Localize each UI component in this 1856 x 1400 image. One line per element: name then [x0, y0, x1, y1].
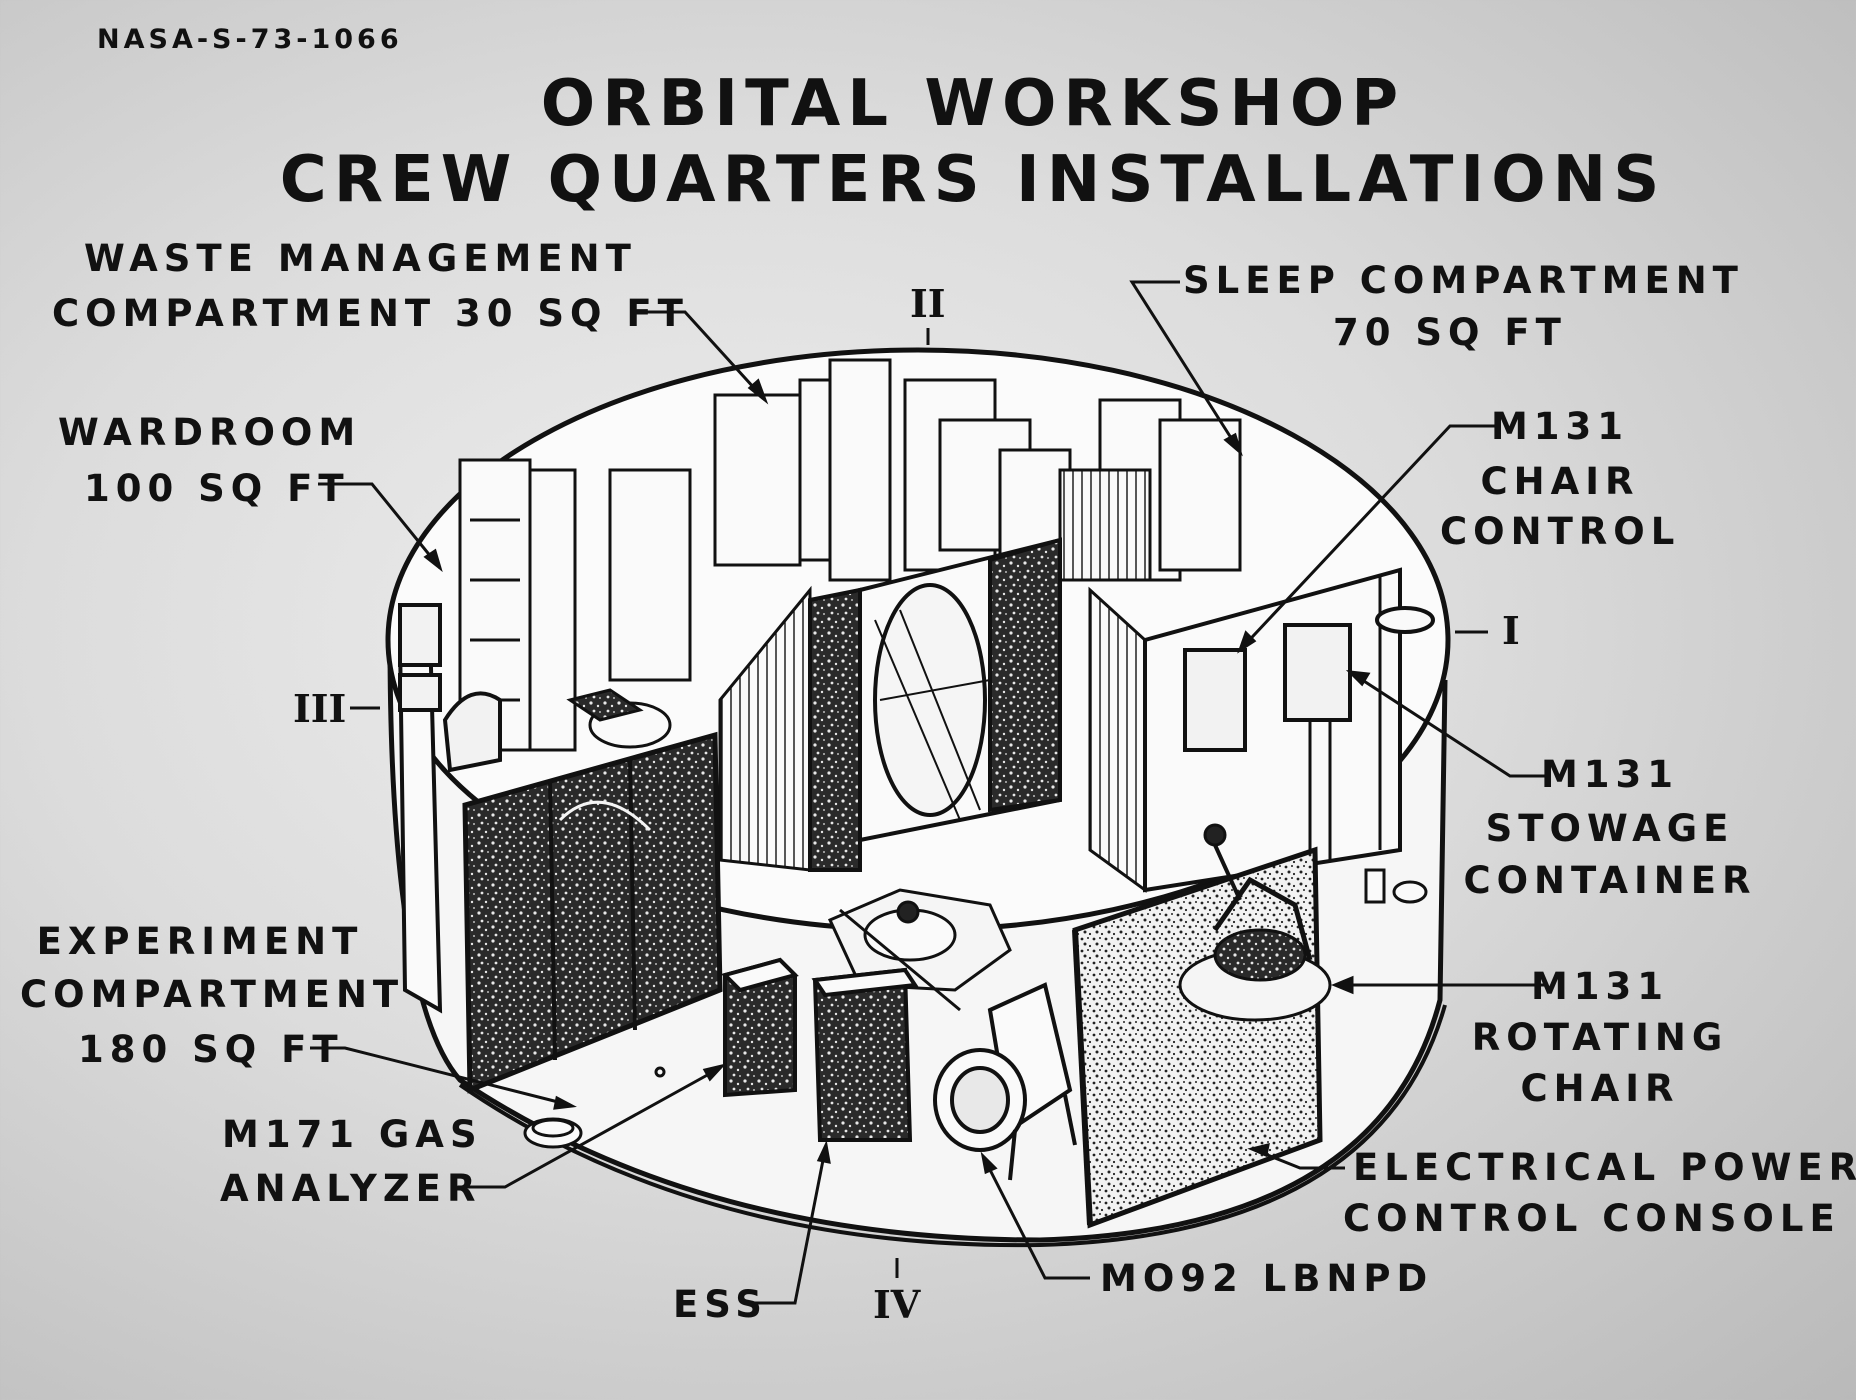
label-waste-management-1: WASTE MANAGEMENT	[84, 237, 637, 280]
central-partitions	[808, 537, 1062, 872]
title-line-2: CREW QUARTERS INSTALLATIONS	[279, 143, 1667, 217]
title-line-1: ORBITAL WORKSHOP	[540, 67, 1406, 141]
lbnpd-device	[933, 982, 1077, 1181]
label-ess: ESS	[673, 1283, 768, 1326]
label-chair-control-1: M131	[1490, 405, 1630, 448]
back-stowage-lockers	[458, 358, 1242, 752]
label-experiment-compartment-2: COMPARTMENT	[20, 973, 405, 1016]
position-marker-ii: II	[910, 281, 946, 326]
position-marker-i: I	[1502, 608, 1520, 653]
label-experiment-compartment-1: EXPERIMENT	[36, 920, 364, 963]
floor-fixtures	[523, 1066, 666, 1149]
label-wardroom-1: WARDROOM	[58, 411, 362, 454]
label-stowage-container-2: STOWAGE	[1485, 807, 1735, 850]
label-lbnpd: MO92 LBNPD	[1100, 1257, 1434, 1300]
document-id: NASA-S-73-1066	[97, 24, 403, 55]
left-partition-wall	[397, 603, 502, 1014]
label-waste-management-2: COMPARTMENT 30 SQ FT	[52, 292, 689, 335]
label-gas-analyzer-2: ANALYZER	[220, 1167, 482, 1210]
ess-unit	[811, 967, 919, 1142]
label-rotating-chair-3: CHAIR	[1520, 1067, 1680, 1110]
right-partition-wall	[1143, 567, 1435, 893]
partition-curtains	[718, 468, 1152, 893]
label-chair-control-2: CHAIR	[1480, 460, 1640, 503]
label-electrical-power-2: CONTROL CONSOLE	[1343, 1197, 1841, 1240]
rotating-chair	[1178, 823, 1428, 1022]
label-gas-analyzer-1: M171 GAS	[222, 1113, 483, 1156]
label-electrical-power-1: ELECTRICAL POWER	[1353, 1146, 1856, 1189]
label-stowage-container-1: M131	[1540, 753, 1680, 796]
leader-lines	[310, 280, 1550, 1305]
gas-analyzer-unit	[721, 957, 799, 1098]
wardroom-left-table	[566, 688, 672, 749]
experiment-compartment-panel	[462, 731, 723, 1094]
label-stowage-container-3: CONTAINER	[1463, 859, 1757, 902]
label-rotating-chair-1: M131	[1530, 965, 1670, 1008]
wardroom-table	[827, 888, 1012, 1012]
label-wardroom-2: 100 SQ FT	[84, 467, 350, 510]
label-sleep-compartment-1: SLEEP COMPARTMENT	[1183, 259, 1744, 302]
label-rotating-chair-2: ROTATING	[1471, 1016, 1729, 1059]
label-sleep-compartment-2: 70 SQ FT	[1333, 311, 1567, 354]
label-chair-control-3: CONTROL	[1440, 510, 1681, 553]
label-experiment-compartment-3: 180 SQ FT	[78, 1028, 344, 1071]
position-marker-iii: III	[293, 686, 347, 731]
position-marker-iv: IV	[873, 1282, 921, 1327]
